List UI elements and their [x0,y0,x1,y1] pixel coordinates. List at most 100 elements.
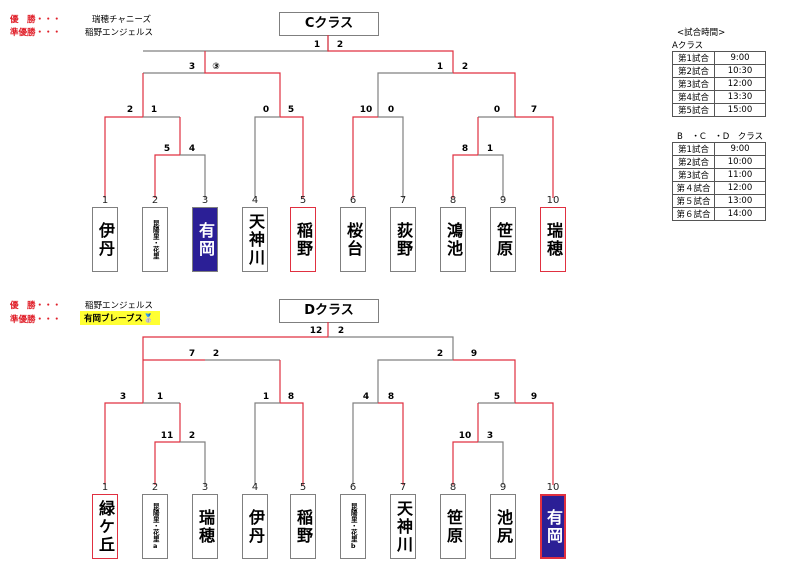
team-name: 稲野 [294,221,313,258]
q-right-b-win [515,402,554,485]
q-right-a-win [378,402,404,485]
score-q-right-b-1: 0 [493,105,501,115]
team-box: 緑ケ丘 [92,494,118,559]
team-box: 天神川 [390,494,416,559]
score-q-left-b-2: 8 [287,392,295,402]
team-name: 池尻 [494,508,513,545]
team-box: 伊丹 [92,207,118,272]
team-name: 笹原 [444,508,463,545]
schedule-bcd-title: B ・C ・D クラス [677,132,764,142]
team-name: 瑞穂 [544,221,563,258]
winner-team: 稲野エンジェルス [85,301,154,311]
score-q-left-b-2: 5 [287,105,295,115]
team-name: 昆陽里・花里 [151,220,160,259]
team-name: 鴻池 [444,221,463,258]
team-name: 有岡 [196,221,215,258]
score-q-right-b-1: 5 [493,392,501,402]
q-left-a-win [104,402,143,485]
match-time: 12:00 [714,77,766,91]
team-box: 伊丹 [242,494,268,559]
score-semi-right-a: 2 [436,349,444,359]
winner-label: 優 勝・・・ [10,15,62,25]
team-seed: 6 [349,195,357,206]
team-box: 有岡 [540,494,566,559]
final-line-right [328,336,454,360]
team-seed: 7 [399,482,407,493]
final-line-left [142,322,329,360]
match-time: 9:00 [714,142,766,156]
score-r1-right-1: 10 [458,431,472,441]
team-box: 池尻 [490,494,516,559]
team-name: 昆陽里・花里a [151,503,160,550]
team-box: 昆陽里・花里a [142,494,168,559]
score-final-right: 2 [337,326,345,336]
bracket-title: Cクラス [279,12,379,36]
team-seed: 8 [449,482,457,493]
match-time: 12:00 [714,181,766,195]
match-time: 14:00 [714,207,766,221]
team-box: 笹原 [440,494,466,559]
team-name: 荻野 [394,221,413,258]
team-box: 桜台 [340,207,366,272]
schedule-heading: <試合時間> [677,28,726,38]
score-semi-left-a: 7 [188,349,196,359]
match-number: 第1試合 [672,51,715,65]
q-left-b-win [280,402,304,485]
match-time: 13:00 [714,194,766,208]
team-box: 瑞穂 [192,494,218,559]
team-seed: 10 [546,482,560,493]
team-box: 稲野 [290,207,316,272]
semi-right-lose [377,72,453,117]
team-seed: 2 [151,195,159,206]
q-left-b-lose [254,116,280,198]
score-final-right: 2 [336,40,344,50]
q-right-b-win [515,116,554,198]
r1-right-lose [478,154,504,198]
match-time: 15:00 [714,103,766,117]
team-seed: 1 [101,195,109,206]
score-q-left-a-2: 1 [150,105,158,115]
score-final-left: 12 [309,326,323,336]
runner-up-label: 準優勝・・・ [10,315,62,325]
r1-right-win [452,154,478,198]
score-q-left-b-1: 1 [262,392,270,402]
score-semi-left-b: ③ [212,62,220,72]
team-name: 天神川 [246,212,265,267]
team-seed: 4 [251,482,259,493]
score-q-right-a-1: 10 [359,105,373,115]
runner-up-team: 稲野エンジェルス [85,28,154,38]
team-box: 鴻池 [440,207,466,272]
team-box: 天神川 [242,207,268,272]
team-box: 荻野 [390,207,416,272]
team-box: 笹原 [490,207,516,272]
match-time: 10:00 [714,155,766,169]
q-left-a-win [104,116,143,198]
score-semi-right-b: 2 [461,62,469,72]
team-seed: 4 [251,195,259,206]
q-right-a-lose [352,402,378,485]
final-line-right [327,35,454,73]
team-name: 天神川 [394,499,413,554]
semi-left-win [204,51,281,117]
q-right-a-win [352,116,378,198]
score-q-right-a-2: 0 [387,105,395,115]
match-number: 第2試合 [672,155,715,169]
team-box: 有岡 [192,207,218,272]
score-semi-right-b: 9 [470,349,478,359]
score-q-right-b-2: 9 [530,392,538,402]
score-q-left-a-1: 3 [119,392,127,402]
match-number: 第４試合 [672,181,715,195]
team-name: 昆陽里・花里b [349,503,358,550]
score-r1-right-2: 3 [486,431,494,441]
team-box: 稲野 [290,494,316,559]
semi-right-win [453,359,516,403]
team-seed: 8 [449,195,457,206]
team-name: 稲野 [294,508,313,545]
